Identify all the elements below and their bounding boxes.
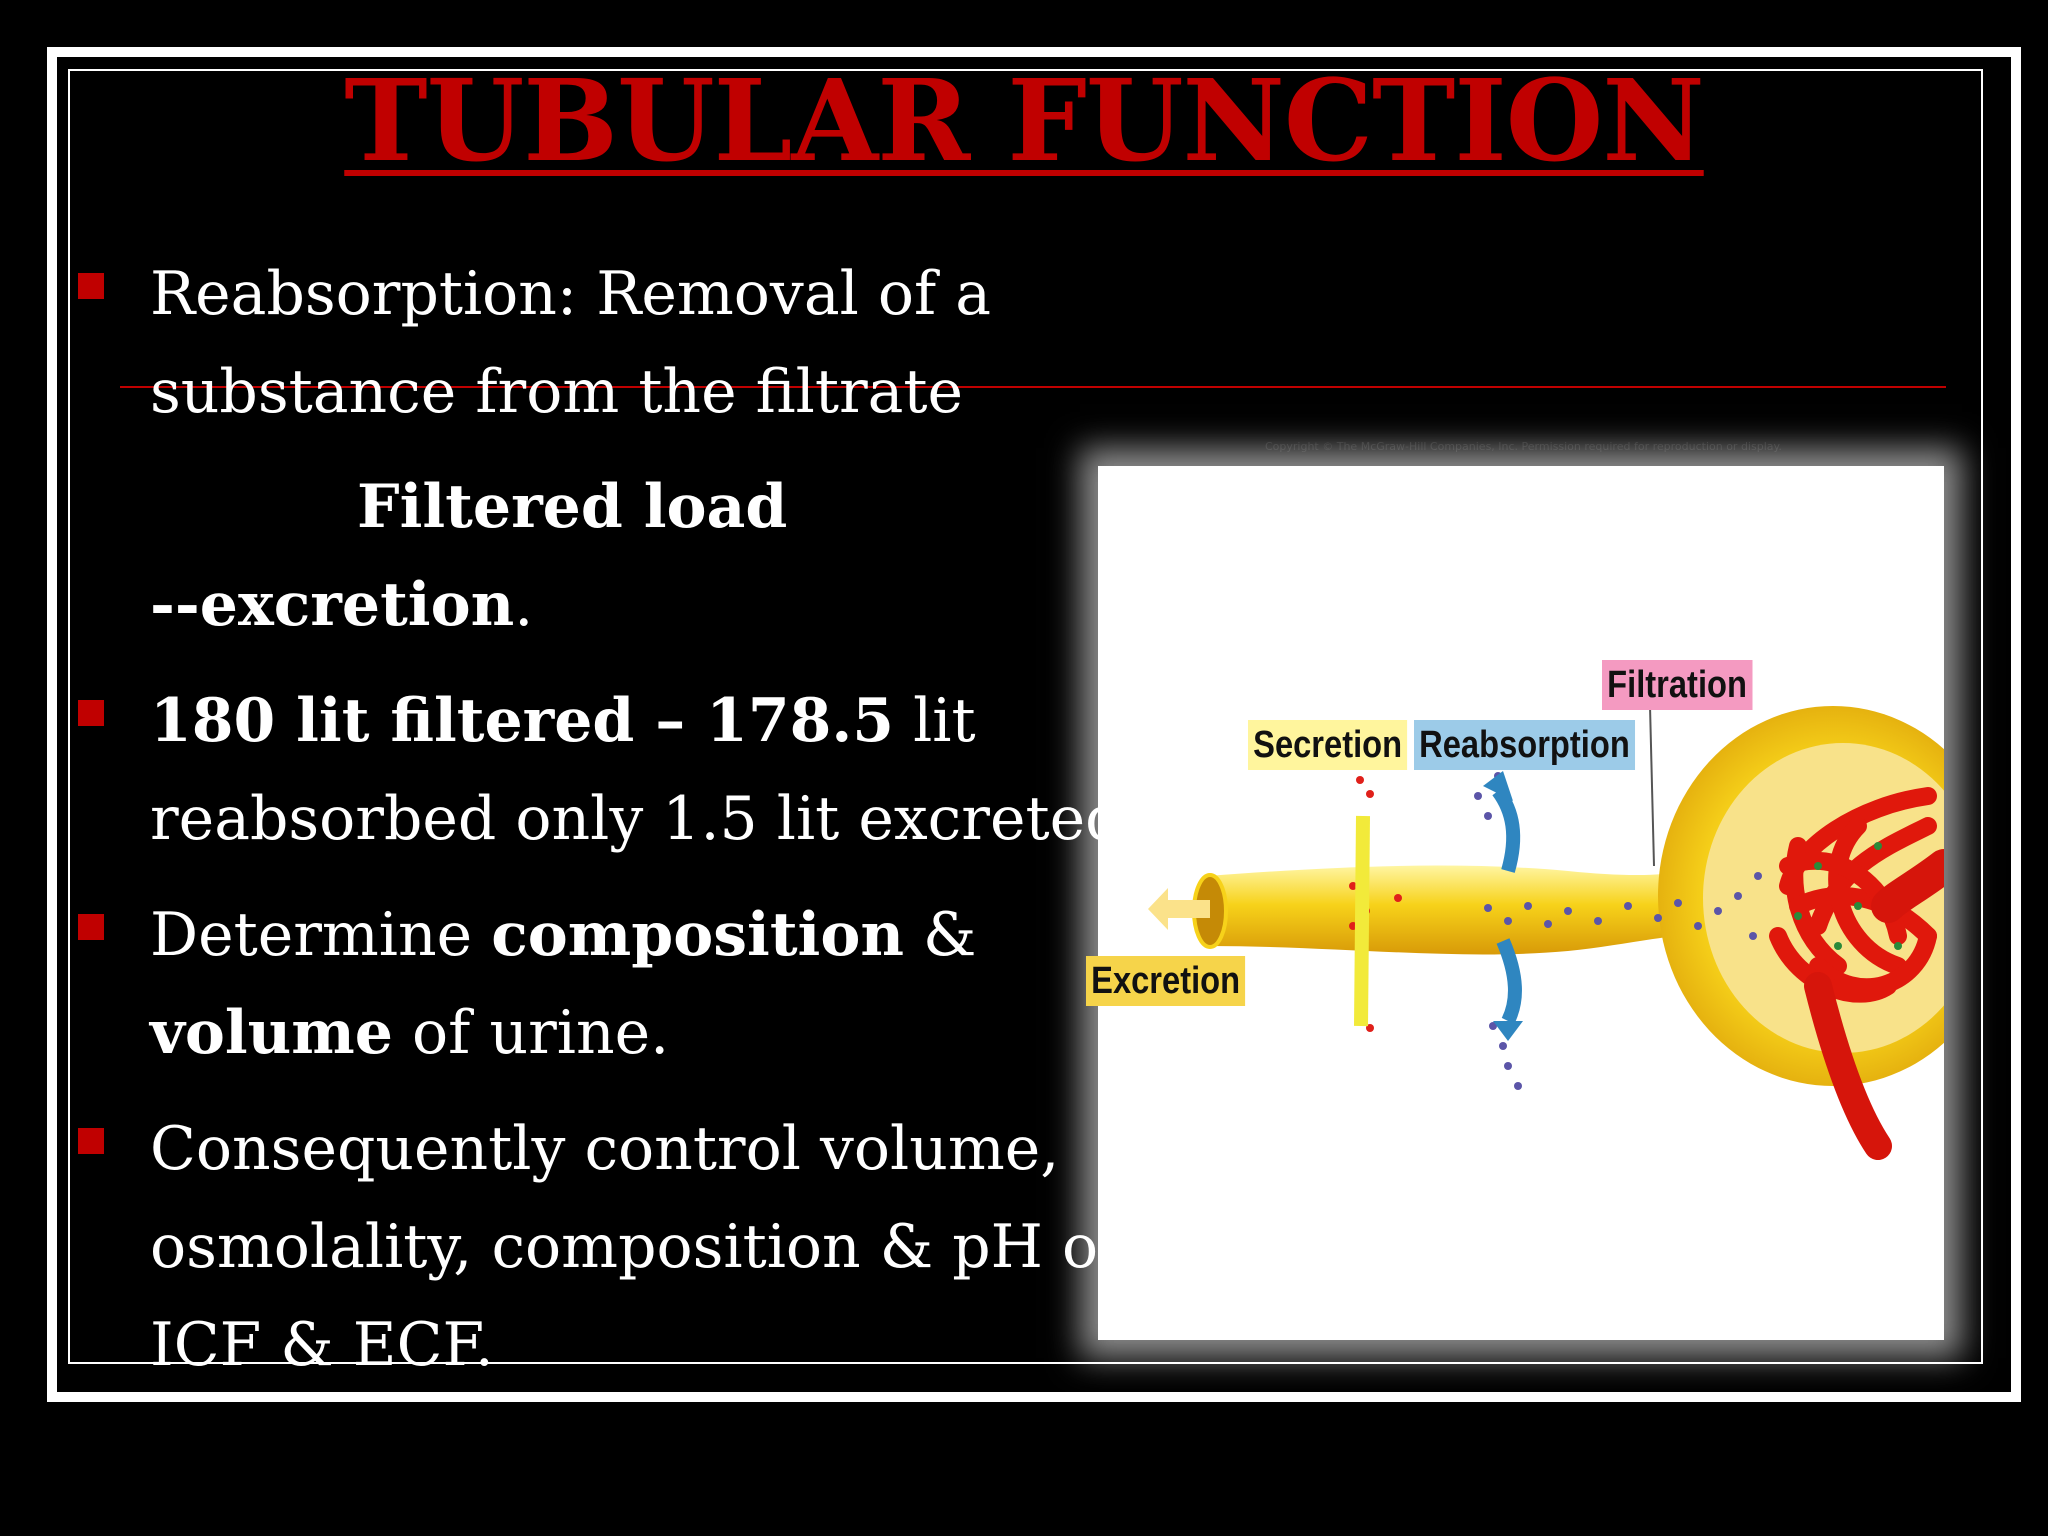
bullet-marker xyxy=(78,1128,104,1154)
of-urine-text: of urine. xyxy=(392,998,670,1068)
red-divider-line xyxy=(120,386,1946,388)
bullet-marker xyxy=(78,914,104,940)
bullet-text-filtered-1: 180 lit filtered – 178.5 lit xyxy=(150,672,976,770)
excretion-label: Excretion xyxy=(1086,956,1246,1006)
efferent-arteriole xyxy=(1804,972,1892,1160)
bullet-marker xyxy=(78,700,104,726)
bullet-text-control-2: osmolality, composition & pH of xyxy=(150,1212,1121,1282)
filtration-pointer xyxy=(1649,705,1655,867)
excretion-bold: --excretion xyxy=(150,570,515,640)
figure-copyright-notice: Copyright © The McGraw-Hill Companies, I… xyxy=(1265,440,1782,453)
reabsorption-arrow-down xyxy=(1496,938,1522,1025)
filtrate-particles xyxy=(1474,772,1762,1090)
bullet-text-control-3: ICF & ECF. xyxy=(150,1310,494,1380)
filtered-amounts-bold: 180 lit filtered – 178.5 xyxy=(150,686,895,756)
slide-outer-frame xyxy=(47,47,2021,1402)
excretion-text: --excretion. xyxy=(150,556,533,654)
slide-title: TUBULAR FUNCTION xyxy=(0,56,2048,187)
reabsorption-arrow-up xyxy=(1492,786,1521,873)
filtered-unit: lit xyxy=(894,686,976,756)
reabsorption-label: Reabsorption xyxy=(1414,720,1635,770)
afferent-arteriole xyxy=(1871,849,1944,923)
reabsorption-arrowhead-down xyxy=(1493,1021,1523,1041)
filtration-label: Filtration xyxy=(1602,660,1753,710)
determine-text: Determine xyxy=(150,900,492,970)
filtered-load-text: Filtered load xyxy=(357,472,788,542)
composition-bold: composition xyxy=(491,900,904,970)
excretion-period: . xyxy=(514,570,534,640)
bullet-text-composition-2: volume of urine. xyxy=(150,984,669,1082)
nephron-diagram: Filtration Secretion Reabsorption Excret… xyxy=(1086,466,1944,1340)
renal-tubule xyxy=(1208,864,1738,955)
bullet-marker xyxy=(78,273,104,299)
bullet-text-control-1: Consequently control volume, xyxy=(150,1114,1060,1184)
capillary-particles xyxy=(1794,842,1902,950)
secretion-arrow xyxy=(1354,815,1370,1027)
bullet-text-filtered-2: reabsorbed only 1.5 lit excreted. xyxy=(150,784,1143,854)
reabsorption-arrowhead-up xyxy=(1483,771,1513,801)
bullet-text-reabsorption-1: Reabsorption: Removal of a xyxy=(150,259,992,329)
volume-bold: volume xyxy=(150,998,393,1068)
bullet-text-composition-1: Determine composition & xyxy=(150,886,976,984)
slide-inner-frame xyxy=(68,69,1983,1364)
ampersand-text: & xyxy=(903,900,977,970)
slide-title-text: TUBULAR FUNCTION xyxy=(344,56,1704,187)
nephron-illustration xyxy=(1148,705,1944,1160)
glomerulus xyxy=(1769,787,1937,1003)
bullet-text-reabsorption-2: substance from the filtrate xyxy=(150,357,964,427)
excretion-arrow xyxy=(1148,888,1210,930)
secretion-label: Secretion xyxy=(1248,720,1408,770)
